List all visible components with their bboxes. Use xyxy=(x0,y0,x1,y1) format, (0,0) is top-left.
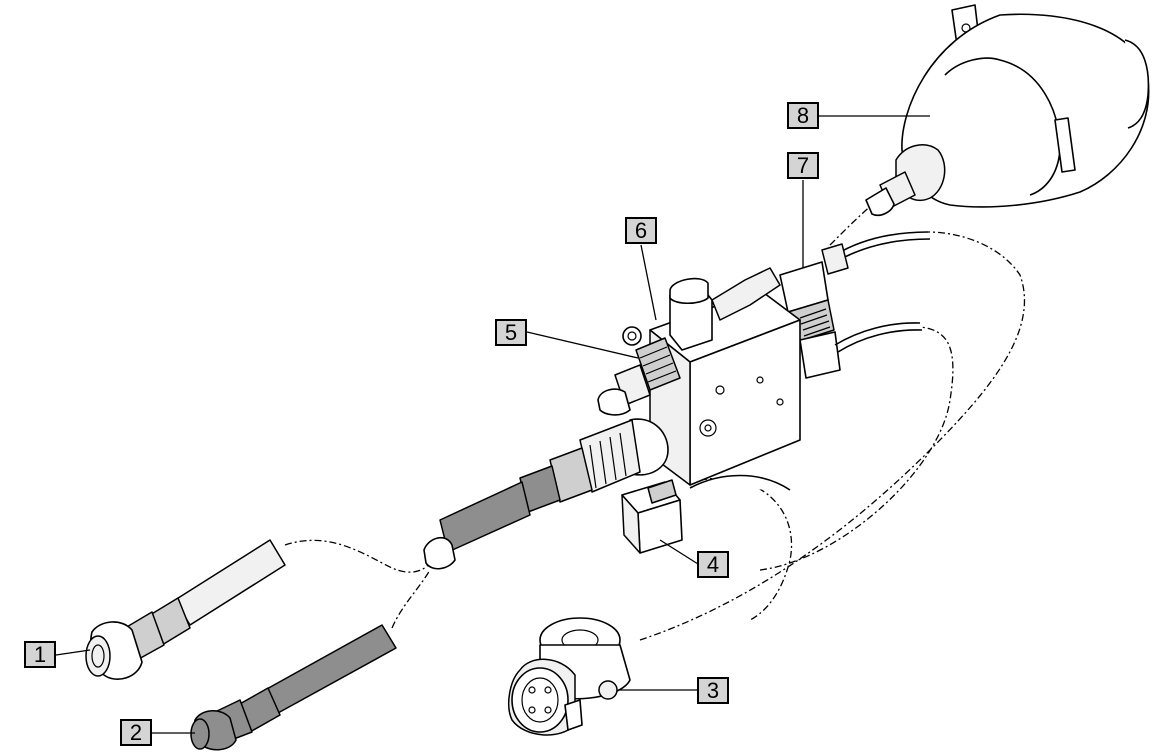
pressure-switch-part-5 xyxy=(622,326,681,391)
leader-lines xyxy=(55,115,930,734)
leader-line-4 xyxy=(659,539,699,565)
hose-line-8-feed xyxy=(829,204,873,246)
hose-line-3-to-8 xyxy=(639,231,1026,641)
hose-line-2-to-valve xyxy=(391,569,431,629)
leader-line-5 xyxy=(526,331,639,359)
hose-coupling-assembly xyxy=(423,418,669,570)
callout-7: 7 xyxy=(787,152,819,179)
callout-8: 8 xyxy=(787,102,819,129)
quick-coupling-part-1 xyxy=(85,539,286,680)
hose-line-1-to-valve xyxy=(284,539,433,573)
callout-2: 2 xyxy=(120,719,152,746)
hose-line-7-loop xyxy=(759,326,954,571)
callout-6: 6 xyxy=(625,217,657,244)
quick-coupling-part-2 xyxy=(190,624,397,751)
leader-line-1 xyxy=(55,649,91,656)
electrical-socket-part-3 xyxy=(508,617,631,736)
callout-1: 1 xyxy=(24,641,56,668)
hose-line-4-loop xyxy=(699,477,793,621)
brake-cylinder-part-8 xyxy=(865,4,1150,217)
callout-5: 5 xyxy=(495,319,527,346)
solenoid-valve-part-4 xyxy=(621,474,791,554)
leader-line-6 xyxy=(640,244,657,321)
valve-block-part-6 xyxy=(597,267,801,486)
callout-4: 4 xyxy=(697,551,729,578)
callout-3: 3 xyxy=(697,677,729,704)
